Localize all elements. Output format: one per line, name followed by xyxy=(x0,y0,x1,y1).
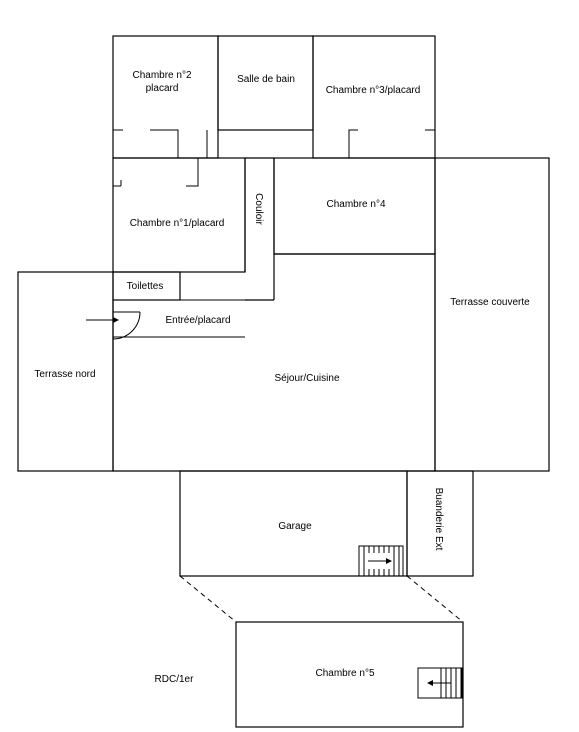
room-chambre-1 xyxy=(112,157,246,273)
label-salle-de-bain: Salle de bain xyxy=(237,74,295,85)
label-chambre-5: Chambre n°5 xyxy=(315,668,374,679)
entrance-door[interactable] xyxy=(112,311,141,340)
projection-line-left xyxy=(179,575,237,623)
closet-wall-chambre-2 xyxy=(113,129,208,158)
room-buanderie-ext xyxy=(406,470,474,577)
garage-stairs xyxy=(358,545,404,577)
label-chambre-1: Chambre n°1/placard xyxy=(130,218,225,229)
label-toilettes: Toilettes xyxy=(127,281,164,292)
room-chambre-2 xyxy=(112,35,219,159)
room-toilettes xyxy=(112,271,181,301)
closet-wall-chambre-1 xyxy=(113,158,199,187)
label-chambre-2-line1: Chambre n°2 xyxy=(132,70,191,81)
label-level: RDC/1er xyxy=(155,674,195,685)
label-entree: Entrée/placard xyxy=(165,315,230,326)
closet-wall-chambre-3 xyxy=(312,129,436,158)
label-chambre-2-line2: placard xyxy=(146,83,179,94)
label-terrasse-couverte: Terrasse couverte xyxy=(450,297,530,308)
room-chambre-5 xyxy=(235,621,464,728)
label-sejour-cuisine: Séjour/Cuisine xyxy=(274,373,339,384)
label-couloir: Couloir xyxy=(253,193,264,225)
label-buanderie-ext: Buanderie Ext xyxy=(433,488,444,551)
label-chambre-4: Chambre n°4 xyxy=(326,199,385,210)
room-chambre-3 xyxy=(312,35,436,159)
label-chambre-3: Chambre n°3/placard xyxy=(326,85,421,96)
label-terrasse-nord: Terrasse nord xyxy=(34,369,95,380)
corridor-walls xyxy=(244,157,275,301)
chambre-5-stairs xyxy=(417,667,463,699)
room-terrasse-couverte xyxy=(434,157,550,472)
projection-line-right xyxy=(406,575,464,623)
label-garage: Garage xyxy=(278,521,312,532)
